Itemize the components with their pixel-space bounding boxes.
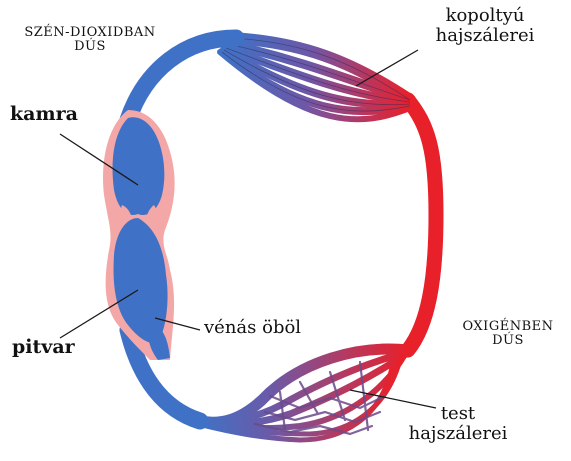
body-capillaries [196,349,408,440]
body-capillaries-label-line2: hajszálerei [388,424,528,444]
gill-capillaries-label-line1: kopoltyú [420,6,550,26]
heart [103,110,175,360]
atrium-label: pitvar [12,337,75,358]
oxygen-rich-label: OXIGÉNBEN DÚS [452,320,564,349]
co2-rich-label-line2: DÚS [6,40,174,54]
gill-capillaries [220,38,410,119]
ventricle-label: kamra [10,104,78,125]
body-capillaries-label: test hajszálerei [388,404,528,444]
gill-capillaries-label: kopoltyú hajszálerei [420,6,550,46]
oxygen-rich-label-line2: DÚS [452,334,564,348]
co2-rich-label: SZÉN-DIOXIDBAN DÚS [6,26,174,55]
sinus-venosus-label: vénás öböl [204,318,301,338]
body-capillaries-label-line1: test [388,404,528,424]
oxygenated-vessel [408,100,436,350]
gill-capillaries-label-line2: hajszálerei [420,26,550,46]
